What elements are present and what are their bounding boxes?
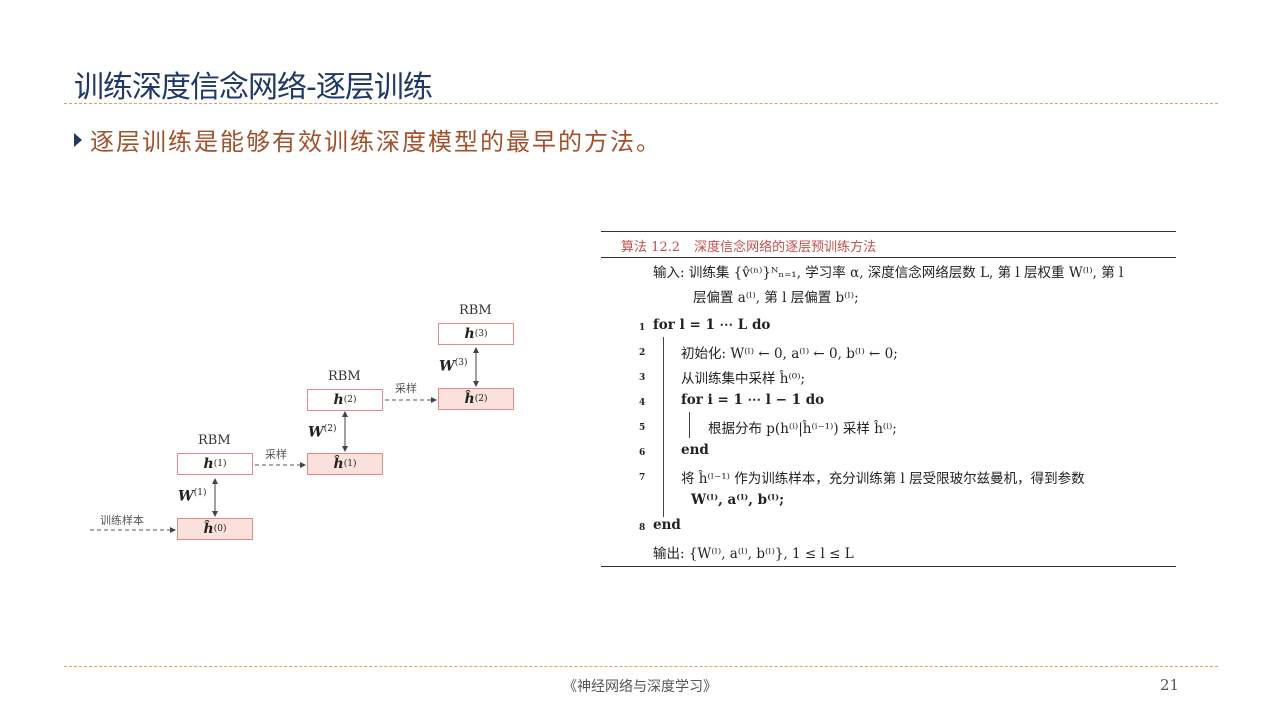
algorithm-line: W⁽ˡ⁾, a⁽ˡ⁾, b⁽ˡ⁾; — [691, 492, 785, 508]
footer-book-title: 《神经网络与深度学习》 — [563, 679, 717, 695]
line-number: 8 — [639, 523, 646, 533]
inner-loop-bar — [689, 412, 690, 438]
algorithm-input-line-1: 输入: 训练集 {v̂⁽ⁿ⁾}ᴺₙ₌₁, 学习率 α, 深度信念网络层数 L, … — [653, 265, 1124, 281]
algorithm-mid-rule — [601, 257, 1176, 258]
bullet-text: 逐层训练是能够有效训练深度模型的最早的方法。 — [90, 128, 662, 156]
algorithm-bottom-rule — [601, 566, 1176, 567]
sample-label-1: 采样 — [265, 448, 287, 461]
train-sample-label: 训练样本 — [100, 514, 144, 527]
loop-bar — [663, 337, 664, 517]
line-number: 6 — [639, 448, 646, 458]
slide-title: 训练深度信念网络-逐层训练 — [74, 70, 433, 105]
algorithm-line: 从训练集中采样 ĥ⁽⁰⁾; — [681, 371, 806, 387]
algorithm-line: for l = 1 ⋯ L do — [653, 317, 771, 333]
node-h-hat-2: ĥ(2) — [438, 388, 514, 410]
bullet-point: 逐层训练是能够有效训练深度模型的最早的方法。 — [74, 122, 662, 157]
line-number: 3 — [639, 373, 646, 383]
algorithm-line: 根据分布 p(h⁽ⁱ⁾|ĥ⁽ⁱ⁻¹⁾) 采样 ĥ⁽ⁱ⁾; — [708, 421, 897, 437]
node-h2: h(2) — [307, 389, 383, 411]
algorithm-output: 输出: {W⁽ˡ⁾, a⁽ˡ⁾, b⁽ˡ⁾}, 1 ≤ l ≤ L — [653, 546, 854, 562]
algorithm-line: end — [681, 442, 709, 458]
algorithm-input-line-2: 层偏置 a⁽ˡ⁾, 第 l 层偏置 b⁽ˡ⁾; — [693, 290, 859, 306]
algorithm-line: for i = 1 ⋯ l − 1 do — [681, 392, 825, 408]
rbm-label-1: RBM — [198, 433, 231, 448]
line-number: 4 — [639, 398, 646, 408]
weight-label-w1: W(1) — [178, 488, 207, 505]
algorithm-line: end — [653, 517, 681, 533]
header-divider — [64, 103, 1218, 104]
node-h-hat-1: ĥ(1) — [307, 453, 383, 475]
line-number: 1 — [639, 323, 646, 333]
node-h-hat-0: ĥ(0) — [177, 518, 253, 540]
line-number: 7 — [639, 473, 646, 483]
sample-label-2: 采样 — [395, 382, 417, 395]
weight-label-w2: W(2) — [308, 424, 337, 441]
rbm-label-2: RBM — [328, 369, 361, 384]
bullet-triangle-icon — [74, 132, 82, 147]
node-h1: h(1) — [177, 453, 253, 475]
line-number: 5 — [639, 423, 646, 433]
node-h3: h(3) — [438, 323, 514, 345]
page-number: 21 — [1160, 676, 1180, 694]
rbm-label-3: RBM — [459, 303, 492, 318]
algorithm-line: 初始化: W⁽ˡ⁾ ← 0, a⁽ˡ⁾ ← 0, b⁽ˡ⁾ ← 0; — [681, 346, 898, 362]
algorithm-line: 将 ĥ⁽ˡ⁻¹⁾ 作为训练样本，充分训练第 l 层受限玻尔兹曼机，得到参数 — [681, 471, 1085, 487]
footer-divider — [64, 666, 1218, 667]
algorithm-top-rule — [601, 231, 1176, 232]
line-number: 2 — [639, 348, 646, 358]
weight-label-w3: W(3) — [439, 358, 468, 375]
